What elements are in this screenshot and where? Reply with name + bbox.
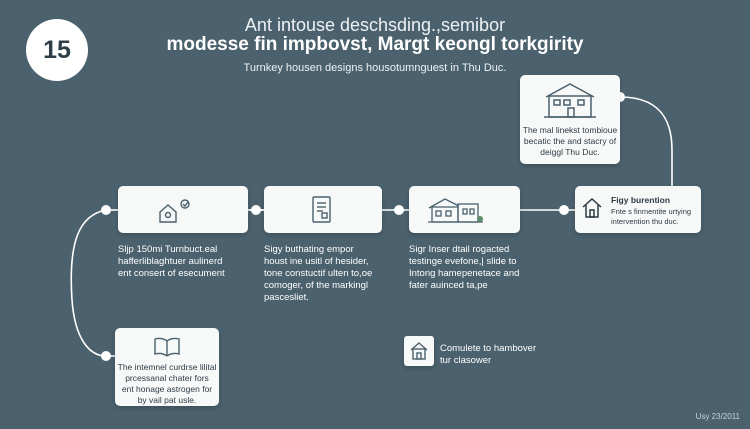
step-number-badge: 15: [26, 19, 88, 81]
connector-dot: [394, 205, 404, 215]
step-4-line: Fnte s finmentite urtying: [611, 207, 692, 216]
footer-date: Usy 23/2011: [695, 412, 740, 421]
step-3-line: Sigr Inser dtail rogacted: [409, 244, 510, 255]
step-2-line: tone constuctif ulten to,oe: [264, 268, 373, 279]
bottom-card-line: The intemnel curdrse lilital: [117, 362, 217, 372]
top-card-line: becatic the and stacry of: [523, 136, 617, 146]
page-title-line2: modesse fin impbovst, Margt keongl torkg…: [166, 34, 584, 55]
document-icon: [312, 196, 331, 223]
connector-top: [619, 96, 673, 190]
handover-icon-box: [404, 336, 434, 366]
page-subtitle: Turnkey housen designs housotumnguest in…: [243, 62, 507, 74]
two-story-house-icon: [544, 83, 596, 118]
step-2-line: pascesliet.: [264, 292, 309, 303]
step-4-title: Figy burention: [611, 195, 671, 205]
step-1-card: [118, 186, 248, 233]
connector-bottom: [70, 209, 115, 357]
step-2-card: [264, 186, 382, 233]
step-3-line: testinge evefone,| slide to: [409, 256, 517, 267]
bottom-card-line: by vail pat usle.: [137, 395, 197, 405]
step-2-line: comoger, of the markingl: [264, 280, 369, 291]
step-2-line: Sigy buthating empor: [264, 244, 354, 255]
step-1-line: Sljp 150mi Turnbuct.eal: [118, 244, 218, 255]
handover-line: Comulete to hambover: [440, 343, 537, 354]
house-frame-icon: [410, 342, 428, 360]
step-1-line: hafferliblaghtuer aulinerd: [118, 256, 223, 267]
house-rendering-icon: [428, 198, 483, 223]
step-1-line: ent consert of esecument: [118, 268, 225, 279]
person-house-icon: [159, 199, 190, 223]
connector-dot: [101, 205, 111, 215]
step-3-line: fater auinced ta,pe: [409, 280, 488, 291]
step-4-line: intervention thu duc.: [611, 217, 679, 226]
top-card-line: The mal linekst tombioue: [522, 125, 618, 135]
connector-dot: [251, 205, 261, 215]
open-book-icon: [154, 337, 180, 357]
connector-dot: [559, 205, 569, 215]
bottom-card: The intemnel curdrse lilital prcessanal …: [115, 328, 219, 406]
step-3-card: [409, 186, 520, 233]
page-title-line1: Ant intouse deschsding.,semibor: [244, 15, 506, 35]
house-outline-icon: [582, 197, 602, 218]
top-card-line: deiggl Thu Duc.: [540, 147, 600, 157]
step-3-line: Intong hamepenetace and: [409, 268, 520, 279]
bottom-card-line: prcessanal chater fors: [125, 373, 209, 383]
connector-dot: [101, 351, 111, 361]
top-card: The mal linekst tombioue becatic the and…: [520, 75, 620, 164]
step-4-card: Figy burention Fnte s finmentite urtying…: [575, 186, 701, 233]
step-2-line: houst ine usitl of hesider,: [264, 256, 369, 267]
bottom-card-line: ent honage astrogen for: [121, 384, 213, 394]
handover-line: tur clasower: [440, 355, 492, 366]
